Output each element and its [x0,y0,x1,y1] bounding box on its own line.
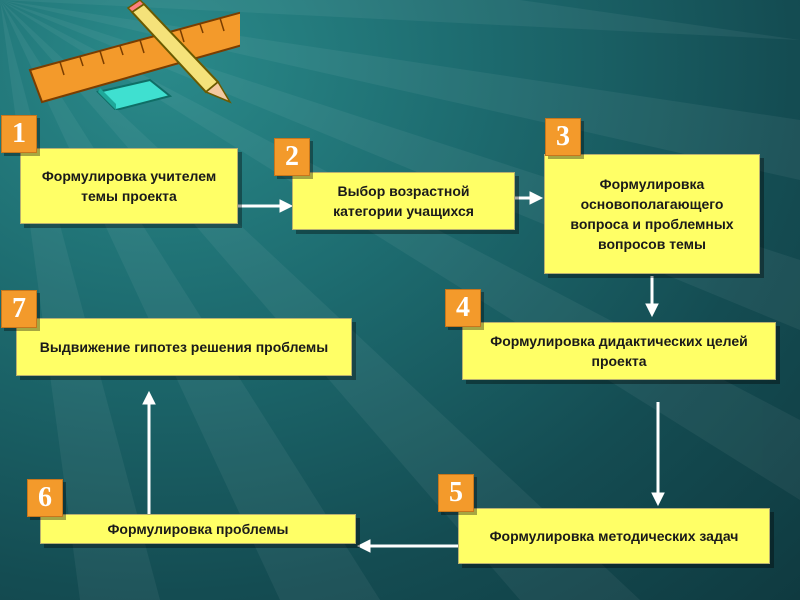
step-7-badge: 7 [1,290,37,328]
step-5-box: Формулировка методических задач [458,508,770,564]
arrow-5-to-6 [356,539,458,553]
step-1-box: Формулировка учителем темы проекта [20,148,238,224]
arrow-2-to-3 [515,191,544,205]
arrow-4-to-5 [651,402,665,507]
step-1-text: Формулировка учителем темы проекта [41,168,217,204]
step-5-badge: 5 [438,474,474,512]
step-4-box: Формулировка дидактических целей проекта [462,322,776,380]
step-4-text: Формулировка дидактических целей проекта [490,333,748,369]
eraser-icon [96,78,173,110]
pencil-icon [126,0,232,104]
step-3-text: Формулировка основополагающего вопроса и… [570,176,734,252]
step-6-text: Формулировка проблемы [107,521,289,537]
step-2-badge: 2 [274,138,310,176]
step-4-badge: 4 [445,289,481,327]
step-6-box: Формулировка проблемы [40,514,356,544]
step-2-box: Выбор возрастной категории учащихся [292,172,515,230]
arrow-1-to-2 [238,199,294,213]
step-2-text: Выбор возрастной категории учащихся [333,183,474,219]
step-7-box: Выдвижение гипотез решения проблемы [16,318,352,376]
step-3-box: Формулировка основополагающего вопроса и… [544,154,760,274]
step-7-text: Выдвижение гипотез решения проблемы [39,339,329,355]
step-6-badge: 6 [27,479,63,517]
step-1-badge: 1 [1,115,37,153]
step-3-badge: 3 [545,118,581,156]
step-5-text: Формулировка методических задач [489,528,739,544]
clipart [28,0,240,110]
arrow-6-to-7 [142,390,156,514]
arrow-3-to-4 [645,276,659,318]
